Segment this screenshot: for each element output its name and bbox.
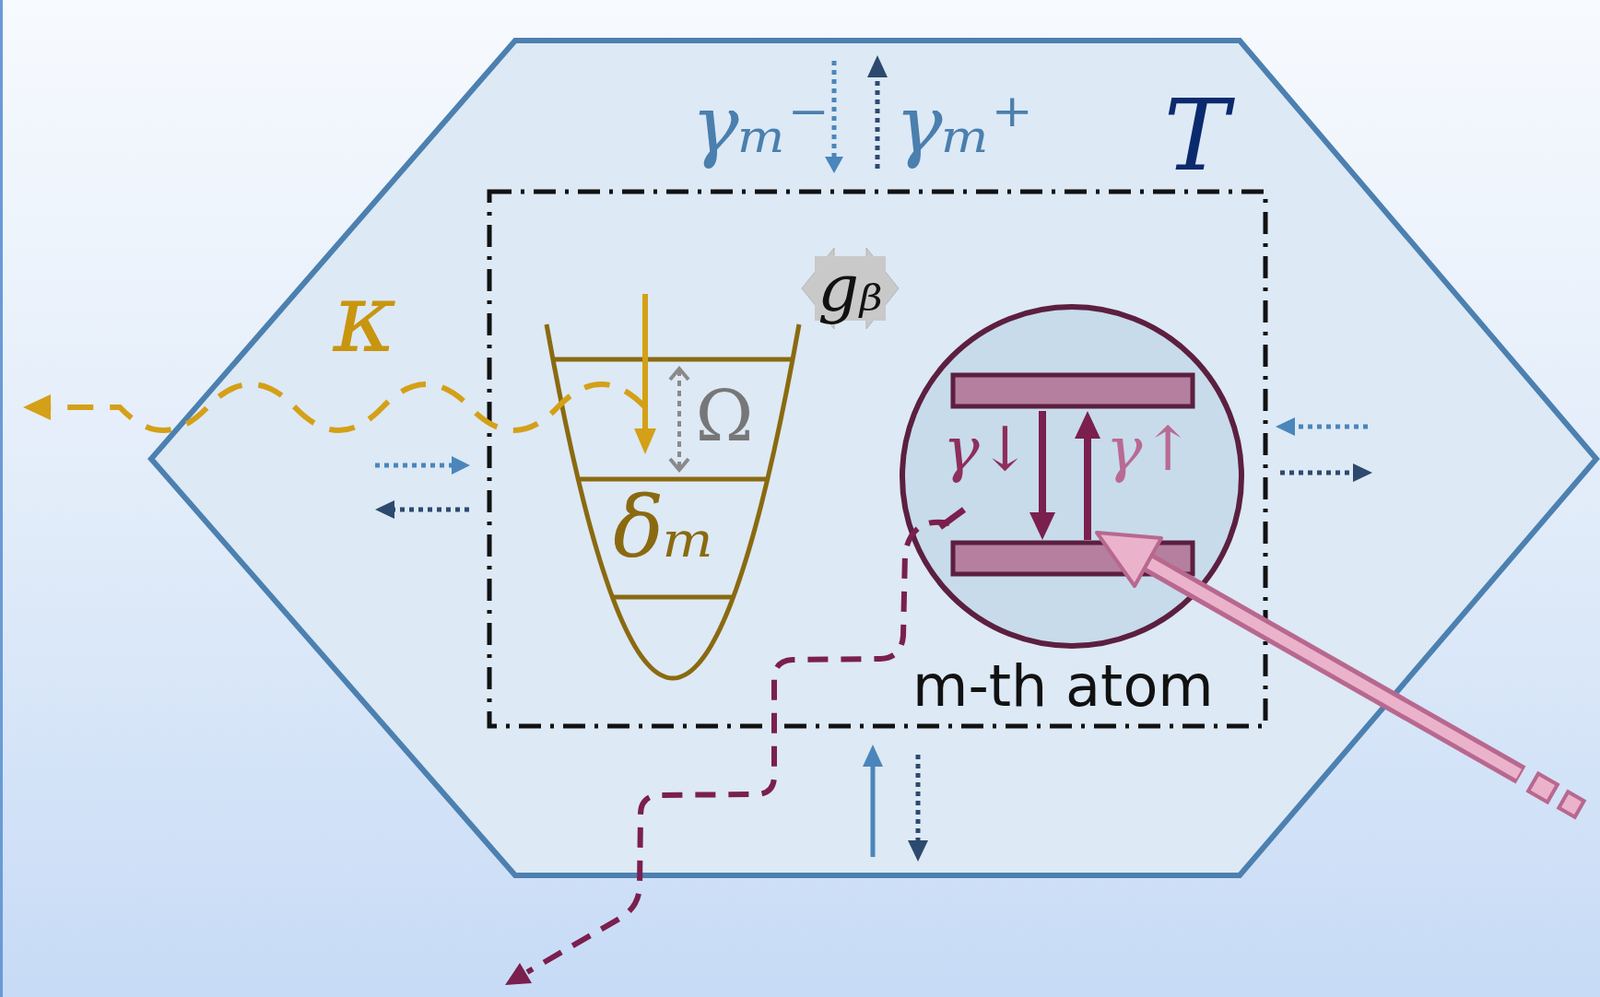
cavity-decay: κ <box>333 270 398 367</box>
pump-laser <box>1096 532 1585 818</box>
laser-tail-block <box>1558 791 1584 817</box>
emission-path <box>527 522 950 973</box>
upper-level <box>952 375 1193 407</box>
laser-tail-block <box>1528 773 1558 802</box>
system-boundary <box>489 191 1266 727</box>
bath-arrow <box>394 507 470 513</box>
cavity-leak-wave <box>47 384 646 431</box>
arrow-head <box>634 428 657 455</box>
bath-arrow <box>1294 424 1368 430</box>
bath-arrow <box>870 764 876 858</box>
loss-rate: γₘ⁻ <box>691 84 830 165</box>
two-level-atom-outline <box>898 276 1246 719</box>
energy-level <box>552 357 793 363</box>
bath-arrow-head <box>862 744 883 767</box>
bath-arrows <box>375 55 1373 862</box>
level-spacing-head <box>670 458 689 471</box>
pump-rate: γ↑ <box>1105 419 1194 481</box>
frequency-symbol: Ω <box>695 381 754 452</box>
bath-arrow-head <box>907 840 929 862</box>
page-edge-bar <box>0 0 3 997</box>
oscillator-potential: Ωδₘ <box>543 267 802 692</box>
emission-head <box>505 963 532 986</box>
two-level-atom: γ↓ γ↑ m-th atom <box>898 276 1246 719</box>
laser-tail <box>1528 773 1558 802</box>
oscillator-potential-outline <box>543 267 802 692</box>
bath-arrow <box>875 75 881 169</box>
gain-rate: γₘ⁺ <box>894 84 1034 165</box>
bath-arrow-head <box>1352 463 1373 483</box>
level-spacing-head <box>670 368 689 380</box>
potential-well <box>546 324 800 679</box>
level-spacing <box>677 370 682 469</box>
laser-head <box>1096 532 1162 587</box>
coupling-arrow <box>801 247 899 330</box>
arrow-shaft <box>1083 438 1092 541</box>
arrow-head <box>1029 512 1056 541</box>
bath-arrow-head <box>1275 417 1295 436</box>
bath-arrow <box>375 463 452 469</box>
energy-level <box>577 477 768 483</box>
detuning-symbol: δₘ <box>612 485 717 571</box>
bath-arrow <box>832 60 837 157</box>
bath-arrow-head <box>451 456 471 475</box>
temperature-symbol: T <box>1164 87 1230 186</box>
laser-shaft <box>1147 562 1521 776</box>
arrow-head <box>1074 411 1101 439</box>
laser-tail <box>1558 791 1584 817</box>
arrow-shaft <box>1038 411 1047 513</box>
bath-arrow <box>916 754 921 842</box>
energy-level <box>611 595 733 600</box>
decay-rate: γ↓ <box>942 419 1031 481</box>
atom-caption: m-th atom <box>912 658 1214 716</box>
bath-arrow-head <box>867 55 888 78</box>
bath-arrow-head <box>375 500 395 519</box>
coupling-label: gᵦ <box>814 256 885 321</box>
bath-arrow <box>1280 470 1353 476</box>
cavity-leak-head <box>23 394 51 421</box>
hexagon-outline <box>151 40 1597 876</box>
laser-shaft-core <box>1149 563 1519 775</box>
